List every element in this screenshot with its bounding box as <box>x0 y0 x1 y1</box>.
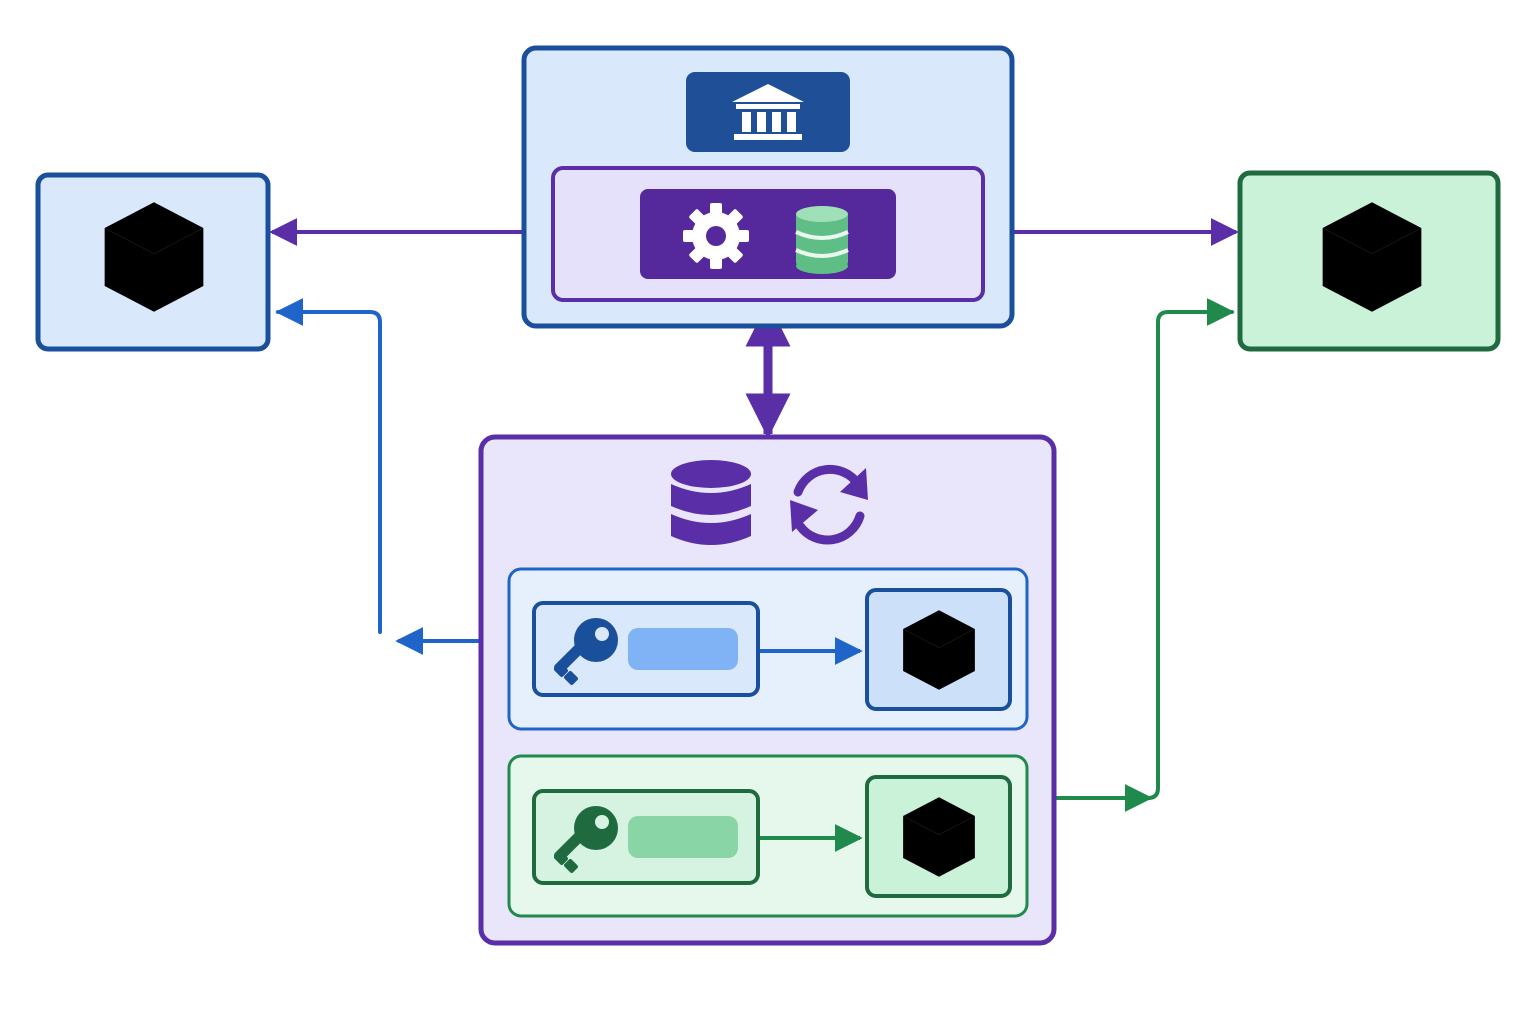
gear-icon <box>683 203 749 269</box>
connector-green-lane-to-right-node <box>1028 298 1235 800</box>
key-icon <box>553 806 618 873</box>
database-icon <box>671 460 751 545</box>
central-service[interactable] <box>521 45 1015 329</box>
service-core-badge <box>640 189 896 279</box>
data-store[interactable] <box>478 434 1057 946</box>
connector-blue-return-path <box>275 298 382 634</box>
blue-lane[interactable] <box>507 567 1029 731</box>
sync-icon <box>790 464 868 545</box>
bank-icon <box>732 84 804 140</box>
left-node[interactable] <box>35 172 271 352</box>
institution-badge <box>686 72 850 152</box>
green-lane[interactable] <box>507 754 1029 918</box>
green-key-value-placeholder <box>628 816 738 858</box>
blue-key-value-placeholder <box>628 628 738 670</box>
database-icon <box>795 206 849 274</box>
key-icon <box>553 618 618 685</box>
right-node[interactable] <box>1237 170 1501 352</box>
